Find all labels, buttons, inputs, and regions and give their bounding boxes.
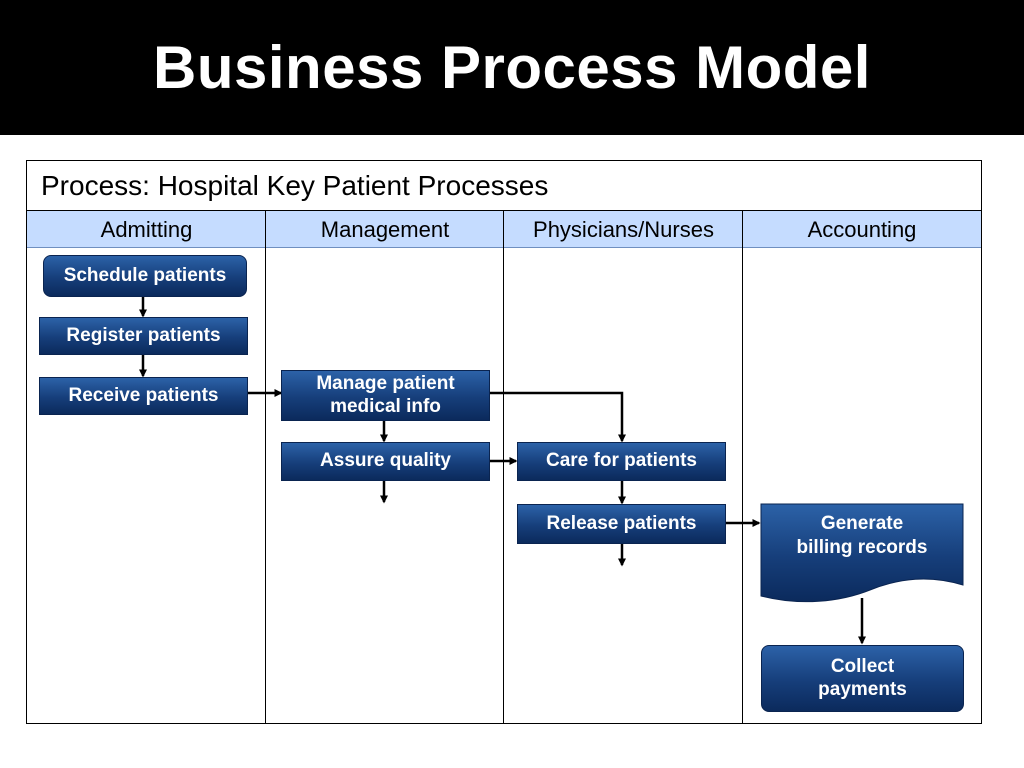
process-title: Process: Hospital Key Patient Processes [27, 161, 981, 211]
step-manage-patient-medical-info: Manage patient medical info [281, 370, 490, 421]
step-care-for-patients: Care for patients [517, 442, 726, 481]
process-frame: Process: Hospital Key Patient Processes … [26, 160, 982, 724]
step-generate-billing-records: Generate billing records [796, 513, 928, 558]
generate-billing-document-shape [760, 503, 964, 603]
lane-header-accounting: Accounting [743, 211, 981, 248]
slide-title: Business Process Model [153, 34, 871, 101]
step-assure-quality: Assure quality [281, 442, 490, 481]
step-collect-payments: Collect payments [761, 645, 964, 712]
lane-divider [742, 211, 743, 723]
step-register-patients: Register patients [39, 317, 248, 355]
lane-header-management: Management [266, 211, 504, 248]
step-schedule-patients: Schedule patients [43, 255, 247, 297]
arrow-manage-to-care [490, 391, 626, 443]
lane-header-admitting: Admitting [27, 211, 266, 248]
lane-divider [265, 211, 266, 723]
slide-title-bar: Business Process Model [0, 0, 1024, 135]
step-release-patients: Release patients [517, 504, 726, 544]
lane-divider [503, 211, 504, 723]
step-receive-patients: Receive patients [39, 377, 248, 415]
lane-header-physicians-nurses: Physicians/Nurses [504, 211, 743, 248]
